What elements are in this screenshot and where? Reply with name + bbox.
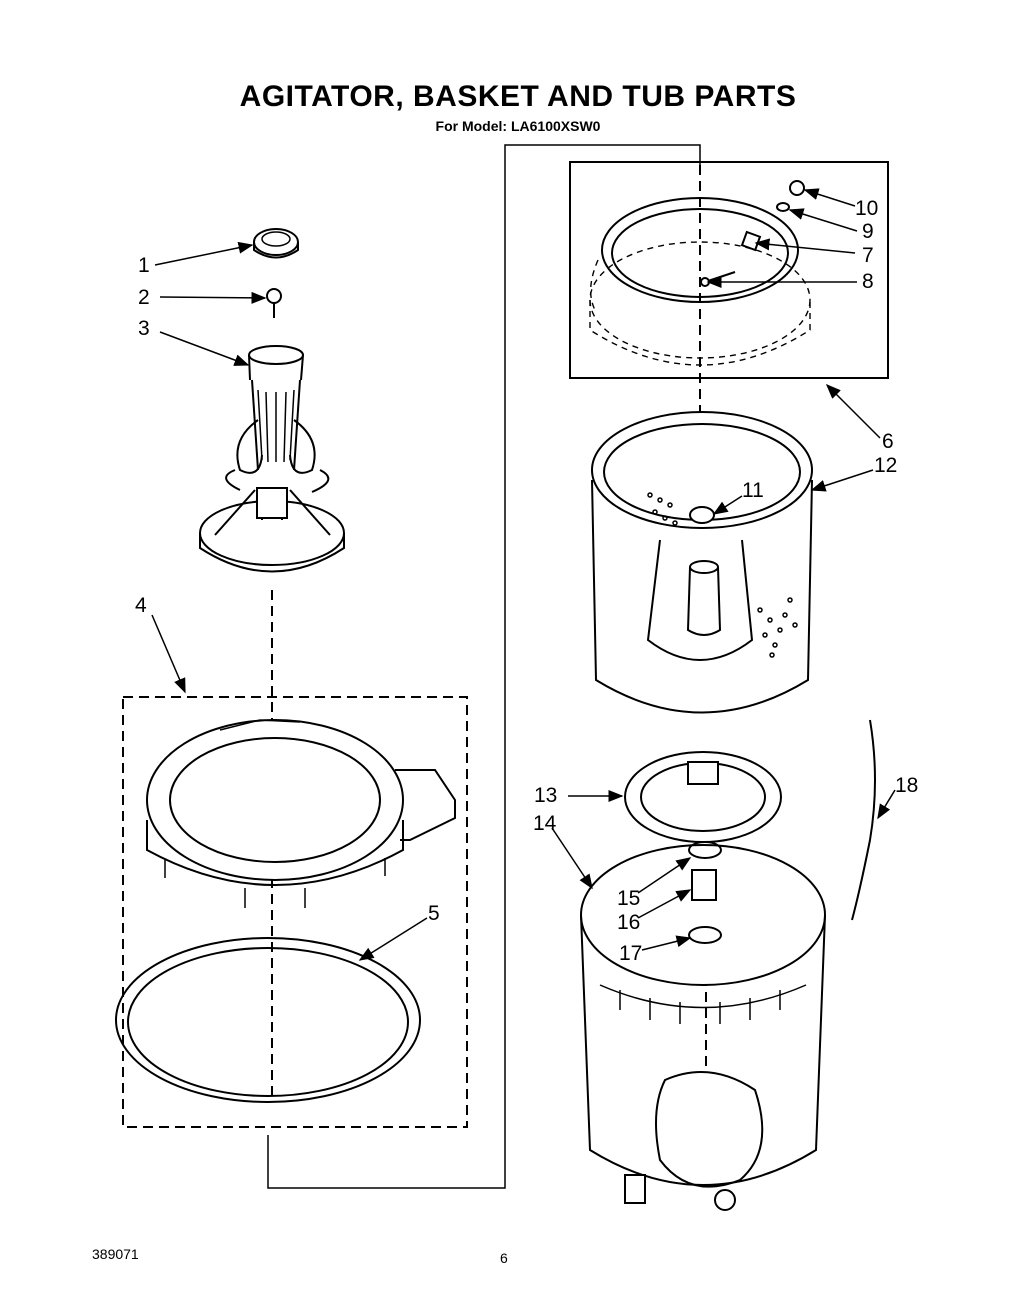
part-4-group-box (122, 696, 468, 1128)
part-16-drive-block (691, 869, 717, 901)
callout-9: 9 (862, 220, 874, 243)
callout-14: 14 (533, 812, 557, 835)
part-10-nut (789, 180, 805, 196)
callout-18: 18 (895, 774, 918, 797)
page-number: 6 (500, 1250, 508, 1266)
callout-6: 6 (882, 430, 894, 453)
part-11-spanner-nut (689, 506, 715, 524)
part-8-pin (700, 271, 736, 287)
callout-17: 17 (619, 942, 642, 965)
callout-2: 2 (138, 286, 150, 309)
page-title: AGITATOR, BASKET AND TUB PARTS (239, 80, 797, 113)
callout-5: 5 (428, 902, 440, 925)
callout-4: 4 (135, 594, 147, 617)
part-4-tub-ring (146, 719, 456, 908)
callout-10: 10 (855, 197, 878, 220)
callout-13: 13 (534, 784, 557, 807)
callout-16: 16 (617, 911, 640, 934)
callout-8: 8 (862, 270, 874, 293)
part-1-agitator-cap (253, 228, 299, 259)
callout-15: 15 (617, 887, 640, 910)
document-number: 389071 (92, 1246, 139, 1262)
part-2-bolt (266, 288, 282, 318)
part-12-basket (591, 411, 813, 714)
callout-3: 3 (138, 317, 150, 340)
part-7-clip (740, 230, 762, 252)
callout-7: 7 (862, 244, 874, 267)
model-subtitle: For Model: LA6100XSW0 (435, 118, 601, 134)
part-6-balance-ring (589, 197, 811, 366)
leader-arrows (151, 188, 896, 961)
part-13-drive-seal (624, 751, 782, 843)
part-3-agitator (199, 345, 345, 573)
part-6-group-box (569, 161, 889, 379)
part-5-seal-ring (115, 937, 421, 1103)
part-9-washer (776, 202, 790, 212)
callout-11: 11 (742, 479, 764, 502)
callout-1: 1 (138, 254, 150, 277)
part-17-seal (688, 926, 722, 944)
part-18-hose (851, 719, 876, 921)
assembly-guide-lines (267, 144, 707, 1189)
callout-12: 12 (874, 454, 897, 477)
callout-labels: 1 2 3 4 5 6 7 8 9 10 11 12 13 14 15 16 1… (135, 197, 918, 965)
part-15-snap-ring (688, 841, 722, 859)
